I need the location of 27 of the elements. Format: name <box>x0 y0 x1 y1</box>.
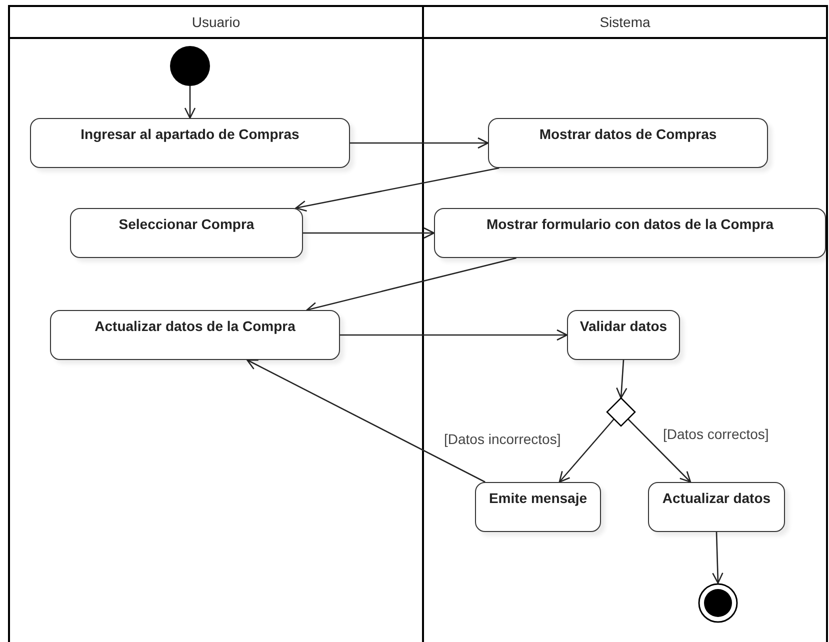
control-flow-arrow <box>558 418 614 483</box>
control-flow-arrow <box>303 227 435 239</box>
activity-box: Actualizar datos <box>648 482 785 532</box>
activity-box: Actualizar datos de la Compra <box>50 310 340 360</box>
swimlane <box>422 5 828 642</box>
control-flow-arrow <box>712 532 724 584</box>
control-flow-arrow <box>616 360 628 399</box>
activity-box: Mostrar datos de Compras <box>488 118 768 168</box>
lane-title: Usuario <box>192 14 240 30</box>
activity-box: Seleccionar Compra <box>70 208 303 258</box>
control-flow-arrow <box>350 137 489 149</box>
activity-box: Ingresar al apartado de Compras <box>30 118 350 168</box>
guard-label: [Datos correctos] <box>662 426 770 442</box>
control-flow-arrow <box>340 329 568 341</box>
final-node <box>698 583 738 623</box>
control-flow-arrow <box>184 86 196 119</box>
lane-title: Sistema <box>600 14 650 30</box>
decision-diamond <box>607 398 635 426</box>
activity-box: Mostrar formulario con datos de la Compra <box>434 208 826 258</box>
activity-box: Emite mensaje <box>475 482 601 532</box>
swimlane <box>8 5 424 642</box>
initial-node <box>170 46 210 86</box>
activity-box: Validar datos <box>567 310 680 360</box>
control-flow-arrow <box>246 359 486 483</box>
guard-label: [Datos incorrectos] <box>443 431 562 447</box>
control-flow-arrow <box>628 418 692 483</box>
control-flow-arrow <box>295 167 500 212</box>
